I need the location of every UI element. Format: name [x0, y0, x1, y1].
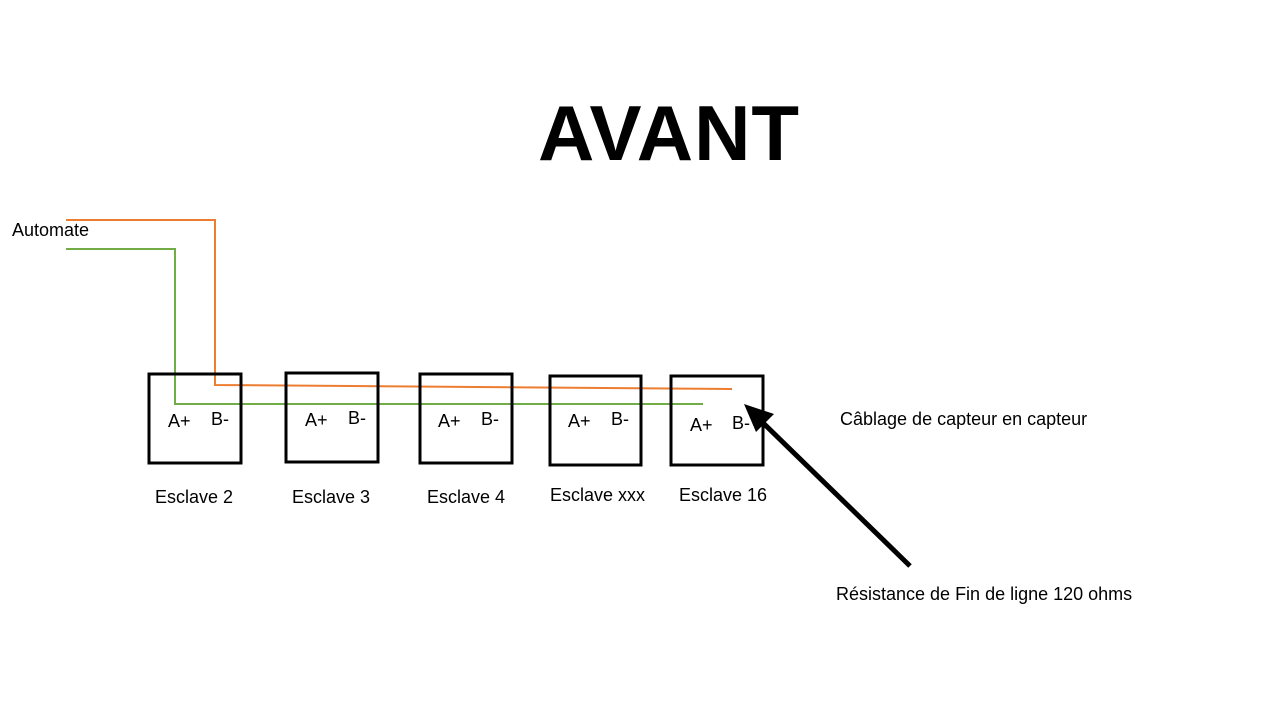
- slave-name-label: Esclave 4: [427, 487, 506, 507]
- pin-b-label: B-: [611, 409, 629, 429]
- pin-a-label: A+: [568, 411, 591, 431]
- pin-a-label: A+: [690, 415, 713, 435]
- pin-a-label: A+: [305, 410, 328, 430]
- slave-box-3: [418, 372, 514, 465]
- slave-name-label: Esclave 3: [292, 487, 371, 507]
- wire-a-green: [66, 248, 703, 405]
- wiring-note: Câblage de capteur en capteur: [840, 409, 1088, 429]
- pin-b-label: B-: [211, 409, 229, 429]
- arrow-head-icon: [744, 404, 774, 432]
- pin-b-label: B-: [481, 409, 499, 429]
- slave-box-4: [548, 374, 643, 467]
- arrow-shaft: [754, 414, 912, 568]
- slave-box-2: [284, 371, 380, 464]
- page-title: AVANT: [538, 89, 801, 177]
- pin-b-label: B-: [348, 408, 366, 428]
- slave-name-label: Esclave xxx: [550, 485, 646, 505]
- slave-box-1: [147, 372, 243, 465]
- resistor-note: Résistance de Fin de ligne 120 ohms: [836, 584, 1133, 604]
- slave-name-label: Esclave 2: [155, 487, 234, 507]
- slave-name-label: Esclave 16: [679, 485, 768, 505]
- pin-b-label: B-: [732, 413, 750, 433]
- wire-b-orange: [66, 219, 733, 390]
- pin-a-label: A+: [438, 411, 461, 431]
- automate-label: Automate: [12, 220, 90, 240]
- pin-a-label: A+: [168, 411, 191, 431]
